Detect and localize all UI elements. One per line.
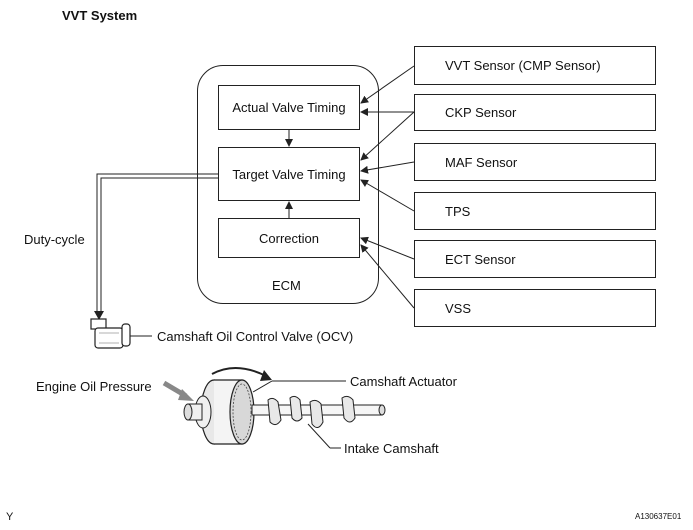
ect-sensor-label: ECT Sensor: [445, 251, 516, 267]
footer-right-code: A130637E01: [635, 512, 682, 521]
correction-label: Correction: [259, 230, 319, 246]
vvt-sensor-label: VVT Sensor (CMP Sensor): [445, 58, 601, 73]
duty-cycle-label: Duty-cycle: [24, 232, 85, 247]
footer-left-code: Y: [6, 511, 14, 523]
maf-to-target-arrow: [360, 161, 415, 174]
ckp-sensor-box: CKP Sensor: [414, 94, 656, 131]
tps-box: TPS: [414, 192, 656, 230]
diagram-title: VVT System: [62, 8, 138, 23]
ect-to-correction-arrow: [360, 236, 415, 260]
vss-label: VSS: [445, 300, 472, 316]
vvt-sensor-box: VVT Sensor (CMP Sensor): [414, 46, 656, 85]
camshaft-actuator-leader-line: [252, 380, 273, 393]
oil-pressure-arrow-icon: [162, 380, 194, 401]
ckp-to-target-arrow: [360, 111, 415, 161]
tps-label: TPS: [445, 203, 471, 219]
ocv-label: Camshaft Oil Control Valve (OCV): [157, 329, 354, 344]
maf-sensor-box: MAF Sensor: [414, 143, 656, 181]
duty-cycle-arrowhead: [94, 311, 104, 320]
ocv-valve-icon: [90, 318, 131, 349]
maf-sensor-label: MAF Sensor: [445, 154, 518, 170]
ect-sensor-box: ECT Sensor: [414, 240, 656, 278]
rotation-arrow-icon: [211, 367, 267, 377]
vss-to-correction-arrow: [360, 244, 415, 309]
vvt-to-actual-arrow: [360, 65, 415, 104]
ecm-label: ECM: [272, 278, 301, 293]
camshaft-actuator-icon: [183, 379, 255, 445]
target-valve-timing-box: Target Valve Timing: [218, 147, 360, 201]
correction-box: Correction: [218, 218, 360, 258]
camshaft-actuator-label: Camshaft Actuator: [350, 374, 457, 389]
intake-camshaft-leader-line: [307, 423, 331, 449]
intake-camshaft-label: Intake Camshaft: [344, 441, 439, 456]
duty-cycle-signal-line: [96, 173, 218, 313]
tps-to-target-arrow: [360, 179, 415, 212]
duty-cycle-signal-line-inner: [100, 177, 218, 313]
actual-valve-timing-label: Actual Valve Timing: [232, 100, 346, 115]
engine-oil-pressure-label: Engine Oil Pressure: [36, 379, 152, 394]
actual-valve-timing-box: Actual Valve Timing: [218, 85, 360, 130]
target-valve-timing-label: Target Valve Timing: [232, 166, 346, 182]
vss-box: VSS: [414, 289, 656, 327]
ckp-sensor-label: CKP Sensor: [445, 105, 517, 120]
intake-camshaft-icon: [251, 395, 386, 428]
